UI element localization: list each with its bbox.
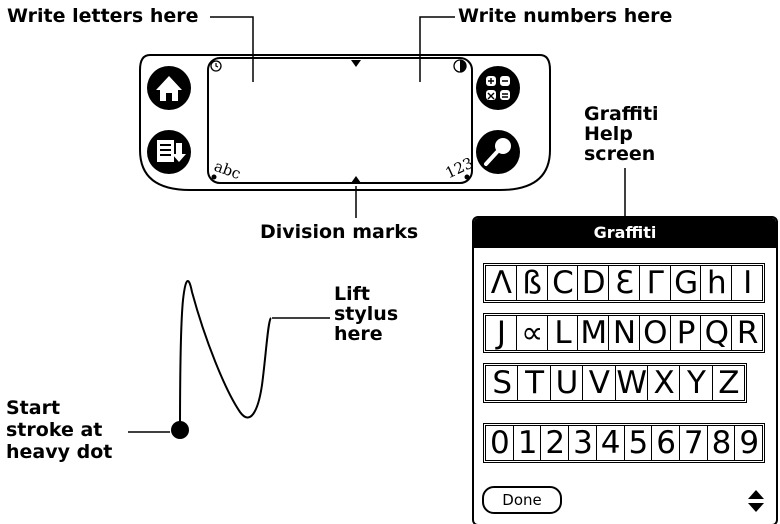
help-caption-line2: Help: [584, 123, 633, 145]
graffiti-glyph-cell: Λ: [486, 266, 517, 300]
start-dot: [171, 421, 189, 439]
graffiti-glyph-cell: Q: [701, 316, 733, 350]
graffiti-glyph-cell: Z: [718, 365, 739, 401]
graffiti-glyph-cell: U: [551, 366, 584, 400]
graffiti-n-stroke: [179, 279, 272, 433]
graffiti-glyph-cell: 6: [652, 426, 680, 460]
graffiti-glyph-cell: X: [648, 366, 681, 400]
graffiti-glyph-cell: 3: [569, 426, 597, 460]
lift-label-line1: Lift: [334, 283, 370, 305]
graffiti-glyph-cell: 9: [739, 425, 759, 461]
write-numbers-label: Write numbers here: [458, 5, 673, 27]
find-icon: [476, 130, 520, 174]
graffiti-glyph-cell: O: [640, 316, 671, 350]
division-mark-top: [351, 60, 361, 67]
graffiti-glyph-cell: 2: [541, 426, 570, 460]
graffiti-glyph-cell: Γ: [640, 266, 671, 300]
lift-label-line2: stylus: [334, 303, 399, 325]
abc-dot: [211, 174, 217, 180]
lift-label-line3: here: [334, 323, 383, 345]
num-dot: [464, 174, 470, 180]
graffiti-glyph-cell: ß: [517, 266, 548, 300]
division-marks-label: Division marks: [260, 221, 419, 243]
contrast-icon: [453, 59, 467, 73]
graffiti-glyph-cell: ∝: [517, 316, 548, 350]
graffiti-glyph-cell: L: [548, 316, 579, 350]
graffiti-glyph-cell: S: [486, 366, 519, 400]
graffiti-glyph-cell: D: [578, 266, 610, 300]
graffiti-glyph-cell: Y: [680, 366, 713, 400]
graffiti-glyph-cell: T: [518, 366, 551, 400]
help-caption-line3: screen: [584, 143, 656, 165]
start-label-line1: Start: [6, 397, 61, 419]
write-letters-label: Write letters here: [7, 5, 199, 27]
graffiti-glyph-cell: 1: [514, 426, 542, 460]
graffiti-glyph-cell: C: [548, 266, 579, 300]
start-label-line3: heavy dot: [6, 441, 113, 463]
graffiti-glyph-cell: J: [486, 316, 517, 350]
clock-icon: [210, 60, 222, 72]
graffiti-glyph-cell: 8: [708, 426, 736, 460]
menu-icon: [147, 130, 191, 174]
graffiti-glyph-cell: 4: [597, 426, 625, 460]
graffiti-glyph-cell: 7: [680, 426, 708, 460]
home-icon: [147, 66, 191, 110]
help-screen-title: Graffiti: [474, 218, 776, 248]
graffiti-glyph-cell: W: [616, 365, 648, 401]
graffiti-glyph-cell: 5: [625, 426, 653, 460]
start-label-line2: stroke at: [6, 419, 103, 441]
graffiti-glyph-cell: N: [609, 316, 640, 350]
letters-leader: [210, 16, 254, 82]
numbers-leader: [419, 16, 455, 82]
graffiti-glyph-cell: P: [671, 316, 702, 350]
scroll-arrows-icon[interactable]: [746, 488, 766, 514]
calculator-icon: [476, 66, 520, 110]
graffiti-glyph-cell: 0: [486, 426, 514, 460]
done-button[interactable]: Done: [482, 486, 562, 514]
help-caption-line1: Graffiti: [584, 103, 659, 125]
graffiti-glyph-cell: R: [736, 315, 759, 351]
writing-box: [207, 57, 473, 184]
graffiti-glyph-cell: V: [583, 366, 616, 400]
division-mark-bottom: [351, 176, 361, 183]
graffiti-glyph-cell: Ɛ: [609, 266, 640, 300]
graffiti-glyph-cell: h: [701, 266, 733, 300]
graffiti-glyph-cell: I: [743, 265, 752, 301]
graffiti-glyph-cell: G: [671, 266, 702, 300]
graffiti-glyph-cell: M: [578, 316, 610, 350]
